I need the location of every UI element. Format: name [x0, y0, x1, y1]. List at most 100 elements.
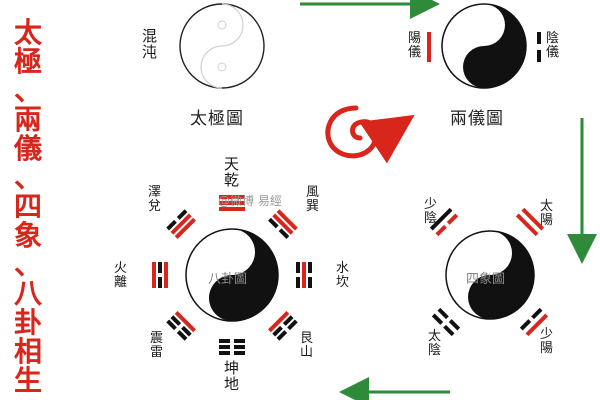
xun-label: 風 巽 — [306, 185, 320, 215]
gen-label: 艮 山 — [300, 331, 314, 361]
title-char: 、 — [13, 161, 42, 194]
shaoyang-label: 少 陽 — [540, 327, 554, 357]
qian-char: 乾 — [224, 171, 240, 190]
yang-line — [276, 209, 298, 231]
shaoyin-label: 少 陰 — [424, 197, 438, 227]
trigram-dui — [166, 209, 196, 239]
dui-char: 兌 — [148, 199, 162, 215]
yin-line — [287, 319, 298, 331]
zhen-label: 震 雷 — [150, 331, 164, 361]
xun-char: 風 — [306, 185, 320, 200]
yin-line — [268, 217, 279, 229]
chaos-char: 沌 — [142, 43, 158, 62]
trigram-xun — [268, 209, 298, 239]
yang-line — [302, 262, 306, 288]
trigram-zhen — [166, 311, 196, 341]
yin-line — [176, 330, 188, 341]
yin-line-bottom — [537, 50, 541, 62]
yin-line — [166, 319, 177, 331]
yin-line — [234, 345, 245, 349]
yang-line — [219, 201, 245, 205]
trigram-li — [152, 262, 168, 288]
qian-label: 天 乾 — [224, 156, 240, 190]
title-char: 八 — [13, 277, 42, 310]
title-char: 相 — [13, 335, 42, 368]
yin-line — [158, 262, 162, 273]
yin-line — [176, 209, 188, 220]
taiyin-char: 太 — [428, 329, 442, 344]
yang-line — [219, 207, 245, 211]
yin-line — [158, 277, 162, 288]
trigram-kan — [296, 262, 312, 288]
li-label: 火 離 — [114, 261, 128, 290]
yin-line — [219, 351, 230, 355]
title-char: 生 — [13, 364, 42, 397]
shaoyang-char: 陽 — [540, 341, 554, 357]
yin-line — [282, 315, 294, 326]
shaoyin-char: 陰 — [424, 211, 438, 227]
yang-char: 儀 — [408, 45, 422, 61]
swirl-icon — [325, 105, 415, 164]
title-char: 儀 — [13, 132, 42, 165]
yin-line — [234, 339, 245, 343]
yang-char: 陽 — [408, 31, 422, 46]
bigram-shaoyin — [429, 207, 459, 237]
chaos-char: 混 — [142, 27, 158, 45]
yin-line-top — [537, 32, 541, 44]
trigram-kun — [219, 339, 245, 355]
sixiang-yinyang — [445, 230, 535, 320]
taiyang-label: 太 陽 — [540, 199, 554, 229]
yang-line — [174, 217, 196, 239]
shaoyin-char: 少 — [424, 197, 438, 212]
yin-line — [234, 351, 245, 355]
bigram-taiyin — [431, 307, 461, 337]
trigram-gen — [268, 311, 298, 341]
yang-line — [152, 262, 156, 288]
zhen-char: 雷 — [150, 345, 164, 361]
yang-label: 陽 儀 — [408, 31, 422, 61]
yang-line — [272, 213, 294, 235]
title-char: 、 — [13, 74, 42, 107]
taiyang-char: 陽 — [540, 213, 554, 229]
yin-line — [219, 345, 230, 349]
kan-char: 坎 — [336, 275, 350, 291]
taiyin-char: 陰 — [428, 343, 442, 359]
taiji-caption: 太極圖 — [190, 109, 244, 129]
yang-line — [174, 311, 196, 333]
dui-label: 澤 兌 — [148, 185, 162, 215]
yin-line — [296, 262, 300, 273]
kan-label: 水 坎 — [336, 261, 350, 291]
shaoyang-char: 少 — [540, 327, 554, 342]
liangyi-caption: 兩儀圖 — [450, 109, 504, 129]
bagua-center-label: 八卦圖 — [208, 272, 248, 287]
taiyin-label: 太 陰 — [428, 329, 442, 359]
taiyang-char: 太 — [540, 199, 554, 214]
taiji-circle — [179, 3, 265, 89]
kun-label: 坤 地 — [224, 359, 240, 393]
title-char: 極 — [13, 45, 42, 78]
yang-line — [219, 195, 245, 199]
kan-char: 水 — [336, 261, 350, 276]
yin-char: 儀 — [546, 45, 560, 61]
bagua-yinyang — [185, 228, 279, 322]
yin-line — [166, 219, 177, 231]
yin-label: 陰 儀 — [546, 31, 560, 61]
watermark: @微博 易經 — [218, 194, 282, 208]
yin-line — [308, 277, 312, 288]
yin-char: 陰 — [546, 31, 560, 46]
li-char: 火 — [114, 261, 128, 276]
kun-char: 坤 — [224, 359, 240, 377]
liangyi-yinyang — [441, 3, 527, 89]
yang-line — [427, 32, 431, 62]
yin-line — [272, 325, 283, 337]
xun-char: 巽 — [306, 199, 320, 215]
zhen-char: 震 — [150, 331, 164, 346]
chaos-label: 混 沌 — [142, 27, 158, 62]
title-char: 太 — [13, 16, 42, 49]
dui-char: 澤 — [148, 185, 162, 200]
sixiang-center-label: 四象圖 — [466, 272, 506, 287]
gen-char: 艮 — [300, 331, 314, 346]
gen-char: 山 — [300, 345, 314, 361]
yin-line — [278, 228, 290, 239]
